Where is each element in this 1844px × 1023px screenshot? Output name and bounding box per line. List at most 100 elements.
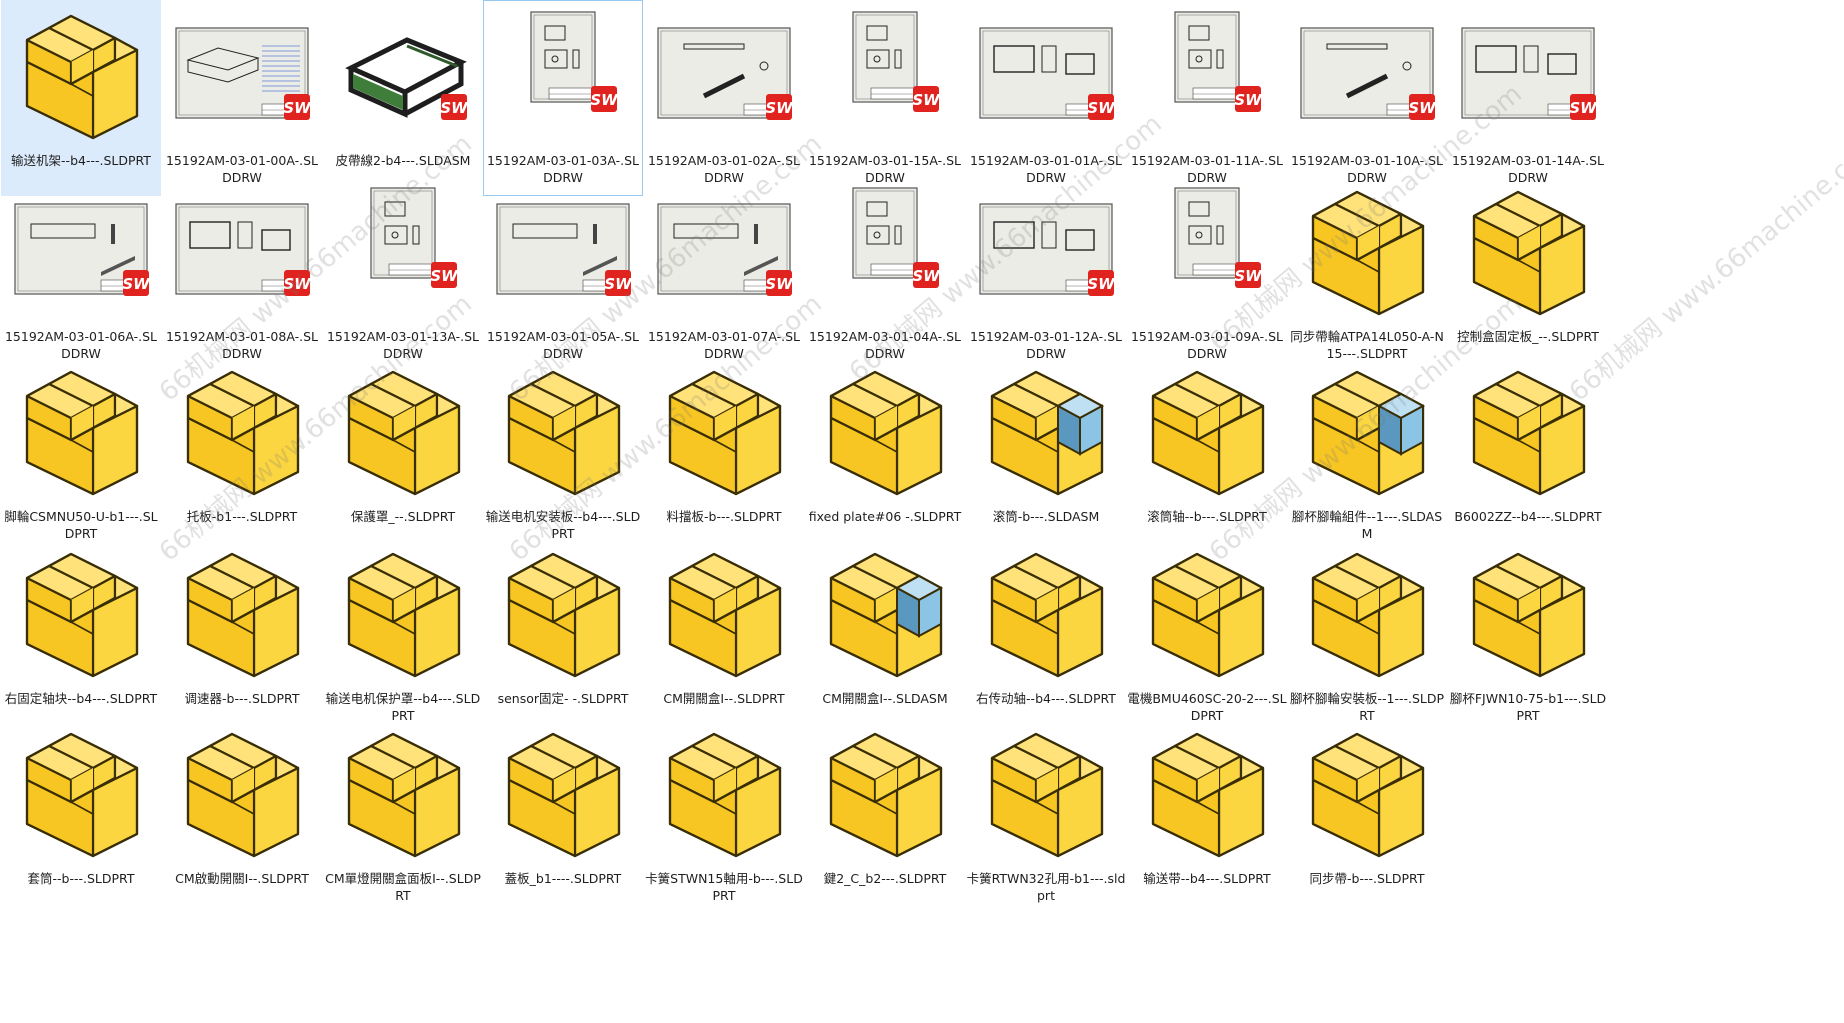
file-tile[interactable]: 同步帶輪ATPA14L050-A-N15---.SLDPRT: [1287, 176, 1447, 372]
file-name-label: 15192AM-03-01-06A-.SLDDRW: [4, 329, 157, 361]
svg-text:SW: SW: [1234, 91, 1263, 109]
file-tile[interactable]: CM開關盒I--.SLDPRT: [644, 538, 804, 734]
drawing-thumbnail-icon: SW: [1135, 182, 1279, 328]
drawing-thumbnail-icon: SW: [491, 182, 635, 328]
file-tile[interactable]: 右固定轴块--b4---.SLDPRT: [1, 538, 161, 734]
svg-text:SW: SW: [283, 99, 312, 117]
svg-text:SW: SW: [122, 275, 151, 293]
solidworks-part-icon: [331, 544, 475, 690]
file-tile[interactable]: 输送电机保护罩--b4---.SLDPRT: [323, 538, 483, 734]
file-name-label: 同步帶輪ATPA14L050-A-N15---.SLDPRT: [1290, 329, 1444, 361]
svg-text:SW: SW: [440, 99, 469, 117]
solidworks-part-icon: [1456, 182, 1600, 328]
file-name-label: 蓋板_b1----.SLDPRT: [504, 871, 622, 886]
solidworks-part-icon: [1135, 724, 1279, 870]
drawing-thumbnail-icon: SW: [170, 6, 314, 152]
file-name-label: 皮帶線2-b4---.SLDASM: [335, 153, 471, 168]
file-tile[interactable]: 料擋板-b---.SLDPRT: [644, 356, 804, 552]
file-name-label: CM啟動開關I--.SLDPRT: [175, 871, 309, 886]
svg-text:SW: SW: [590, 91, 619, 109]
file-tile[interactable]: 卡簧STWN15軸用-b---.SLDPRT: [644, 718, 804, 914]
file-tile[interactable]: SW 皮帶線2-b4---.SLDASM: [323, 0, 483, 196]
file-tile[interactable]: 卡簧RTWN32孔用-b1---.sldprt: [966, 718, 1126, 914]
file-tile[interactable]: 右传动轴--b4---.SLDPRT: [966, 538, 1126, 734]
file-name-label: 15192AM-03-01-12A-.SLDDRW: [969, 329, 1122, 361]
file-name-label: 腳杯腳輪組件--1---.SLDASM: [1291, 509, 1443, 541]
file-name-label: 15192AM-03-01-02A-.SLDDRW: [647, 153, 800, 185]
solidworks-part-icon: [170, 362, 314, 508]
file-tile[interactable]: 输送机架--b4---.SLDPRT: [1, 0, 161, 196]
solidworks-part-icon: [1295, 182, 1439, 328]
file-tile[interactable]: CM單燈開關盒面板I--.SLDPRT: [323, 718, 483, 914]
solidworks-part-icon: [170, 544, 314, 690]
svg-text:SW: SW: [1087, 99, 1116, 117]
drawing-thumbnail-icon: SW: [974, 182, 1118, 328]
file-name-label: 15192AM-03-01-14A-.SLDDRW: [1451, 153, 1604, 185]
file-tile[interactable]: 電機BMU460SC-20-2---.SLDPRT: [1127, 538, 1287, 734]
file-name-label: 15192AM-03-01-08A-.SLDDRW: [165, 329, 318, 361]
file-tile[interactable]: 托板-b1---.SLDPRT: [162, 356, 322, 552]
file-name-label: 调速器-b---.SLDPRT: [184, 691, 300, 706]
file-tile[interactable]: 调速器-b---.SLDPRT: [162, 538, 322, 734]
solidworks-assembly-icon: [974, 362, 1118, 508]
file-tile[interactable]: 输送带--b4---.SLDPRT: [1127, 718, 1287, 914]
assembly-thumbnail-icon: SW: [331, 6, 475, 152]
file-tile[interactable]: 输送电机安装板--b4---.SLDPRT: [483, 356, 643, 552]
drawing-thumbnail-icon: SW: [331, 182, 475, 328]
file-tile[interactable]: 腳杯FJWN10-75-b1---.SLDPRT: [1448, 538, 1608, 734]
file-tile[interactable]: 同步帶-b---.SLDPRT: [1287, 718, 1447, 914]
solidworks-part-icon: [1456, 362, 1600, 508]
drawing-thumbnail-icon: SW: [813, 182, 957, 328]
file-tile[interactable]: 腳杯腳輪組件--1---.SLDASM: [1287, 356, 1447, 552]
file-name-label: 料擋板-b---.SLDPRT: [666, 509, 782, 524]
file-tile[interactable]: 套筒--b---.SLDPRT: [1, 718, 161, 914]
solidworks-part-icon: [813, 724, 957, 870]
file-name-label: 输送电机安装板--b4---.SLDPRT: [485, 509, 641, 541]
file-tile[interactable]: sensor固定- -.SLDPRT: [483, 538, 643, 734]
file-tile[interactable]: SW 15192AM-03-01-00A-.SLDDRW: [162, 0, 322, 196]
file-tile[interactable]: 蓋板_b1----.SLDPRT: [483, 718, 643, 914]
file-name-label: 滚筒轴--b---.SLDPRT: [1147, 509, 1267, 524]
drawing-thumbnail-icon: SW: [1135, 6, 1279, 152]
file-tile[interactable]: SW 15192AM-03-01-06A-.SLDDRW: [1, 176, 161, 372]
solidworks-part-icon: [652, 724, 796, 870]
drawing-thumbnail-icon: SW: [974, 6, 1118, 152]
file-name-label: 15192AM-03-01-10A-.SLDDRW: [1290, 153, 1443, 185]
file-name-label: 输送带--b4---.SLDPRT: [1143, 871, 1271, 886]
file-name-label: 右固定轴块--b4---.SLDPRT: [4, 691, 158, 706]
svg-text:SW: SW: [283, 275, 312, 293]
file-name-label: 右传动轴--b4---.SLDPRT: [976, 691, 1116, 706]
file-name-label: 套筒--b---.SLDPRT: [27, 871, 135, 886]
file-tile[interactable]: 控制盒固定板_--.SLDPRT: [1448, 176, 1608, 372]
file-name-label: 15192AM-03-01-00A-.SLDDRW: [165, 153, 318, 185]
file-tile[interactable]: 保護罩_--.SLDPRT: [323, 356, 483, 552]
file-tile[interactable]: 滚筒-b---.SLDASM: [966, 356, 1126, 552]
svg-text:SW: SW: [912, 267, 941, 285]
file-tile[interactable]: 鍵2_C_b2---.SLDPRT: [805, 718, 965, 914]
file-name-label: fixed plate#06 -.SLDPRT: [808, 509, 962, 524]
solidworks-part-icon: [1456, 544, 1600, 690]
file-tile[interactable]: CM開關盒I--.SLDASM: [805, 538, 965, 734]
file-tile[interactable]: B6002ZZ--b4---.SLDPRT: [1448, 356, 1608, 552]
file-tile[interactable]: 腳杯腳輪安裝板--1---.SLDPRT: [1287, 538, 1447, 734]
file-tile[interactable]: 脚輪CSMNU50-U-b1---.SLDPRT: [1, 356, 161, 552]
file-tile[interactable]: SW 15192AM-03-01-08A-.SLDDRW: [162, 176, 322, 372]
file-name-label: 卡簧RTWN32孔用-b1---.sldprt: [966, 871, 1126, 903]
file-tile[interactable]: CM啟動開關I--.SLDPRT: [162, 718, 322, 914]
file-tile[interactable]: 滚筒轴--b---.SLDPRT: [1127, 356, 1287, 552]
file-tile[interactable]: fixed plate#06 -.SLDPRT: [805, 356, 965, 552]
solidworks-part-icon: [170, 724, 314, 870]
